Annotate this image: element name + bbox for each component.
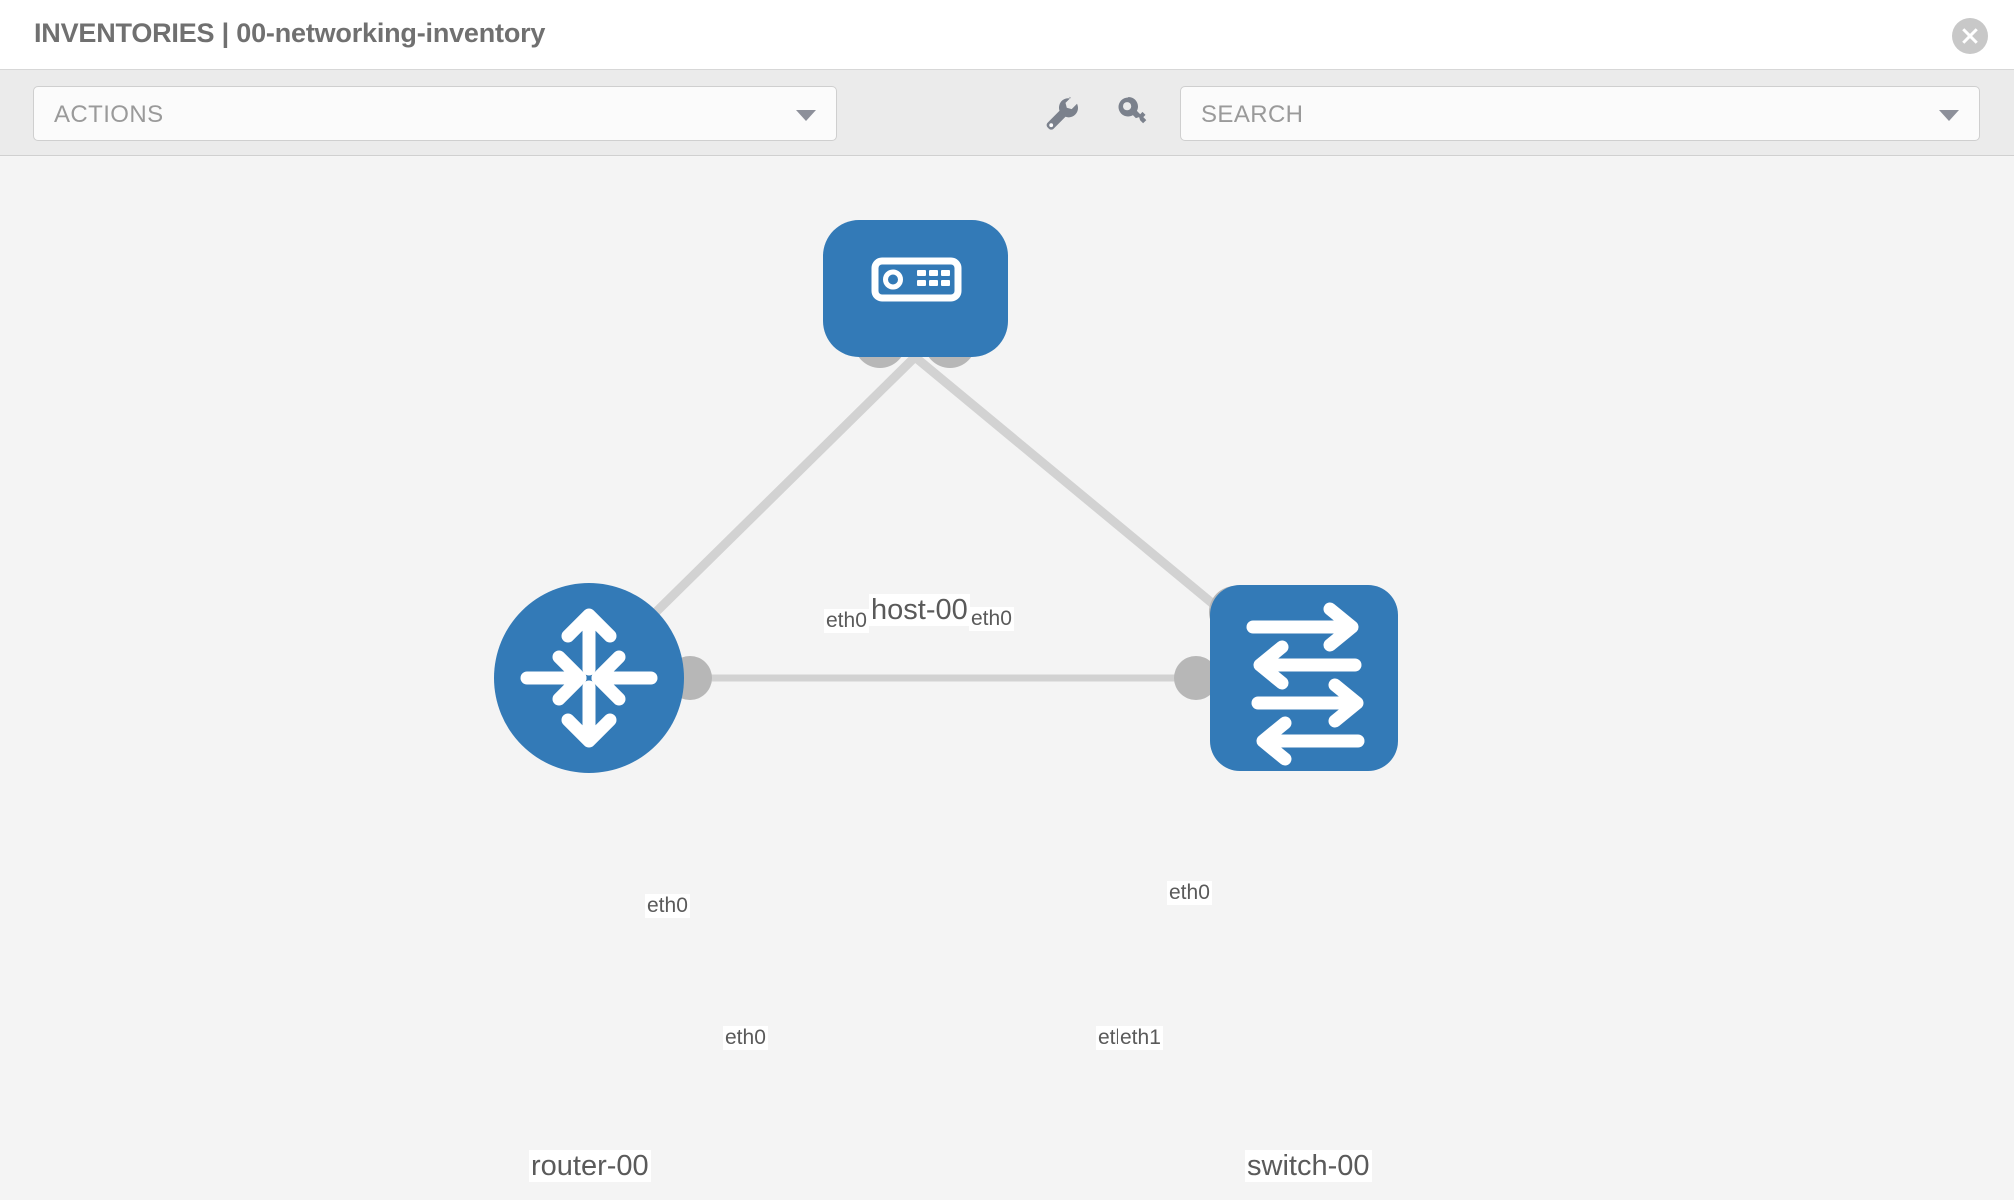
search-input[interactable]: SEARCH [1180, 86, 1980, 141]
interface-label-router-uplink: eth0 [645, 894, 690, 919]
topology-canvas[interactable]: host-00 router-00 switch-00 eth0 eth0 et… [0, 157, 2014, 1200]
page-title: INVENTORIES | 00-networking-inventory [34, 18, 546, 48]
endpoint-switch-left [1174, 656, 1218, 700]
key-icon[interactable] [1112, 92, 1156, 136]
interface-label-host-left: eth0 [824, 609, 869, 634]
chevron-down-icon[interactable] [1939, 109, 1959, 121]
actions-dropdown-label: ACTIONS [54, 101, 164, 128]
topology-links [584, 352, 1258, 683]
node-host-00 [823, 220, 1008, 357]
interface-label-router-right: eth0 [723, 1026, 768, 1051]
wrench-icon[interactable] [1040, 92, 1084, 136]
node-label-host-00: host-00 [869, 594, 970, 627]
interface-label-switch-uplink: eth0 [1167, 881, 1212, 906]
page-header: INVENTORIES | 00-networking-inventory [0, 0, 2014, 70]
chevron-down-icon [796, 109, 816, 121]
node-router-00 [494, 583, 684, 773]
actions-dropdown[interactable]: ACTIONS [33, 86, 837, 141]
search-placeholder: SEARCH [1201, 101, 1304, 128]
node-switch-00 [1210, 585, 1398, 771]
link-host-switch [910, 352, 1258, 642]
node-label-router-00: router-00 [529, 1150, 651, 1183]
topology-graph [494, 220, 1398, 773]
interface-label-switch-left: eth1 [1118, 1026, 1163, 1051]
toolbar: ACTIONS SEARCH [0, 70, 2014, 156]
close-icon[interactable] [1952, 18, 1988, 54]
node-label-switch-00: switch-00 [1245, 1150, 1372, 1183]
interface-label-host-right: eth0 [969, 607, 1014, 632]
